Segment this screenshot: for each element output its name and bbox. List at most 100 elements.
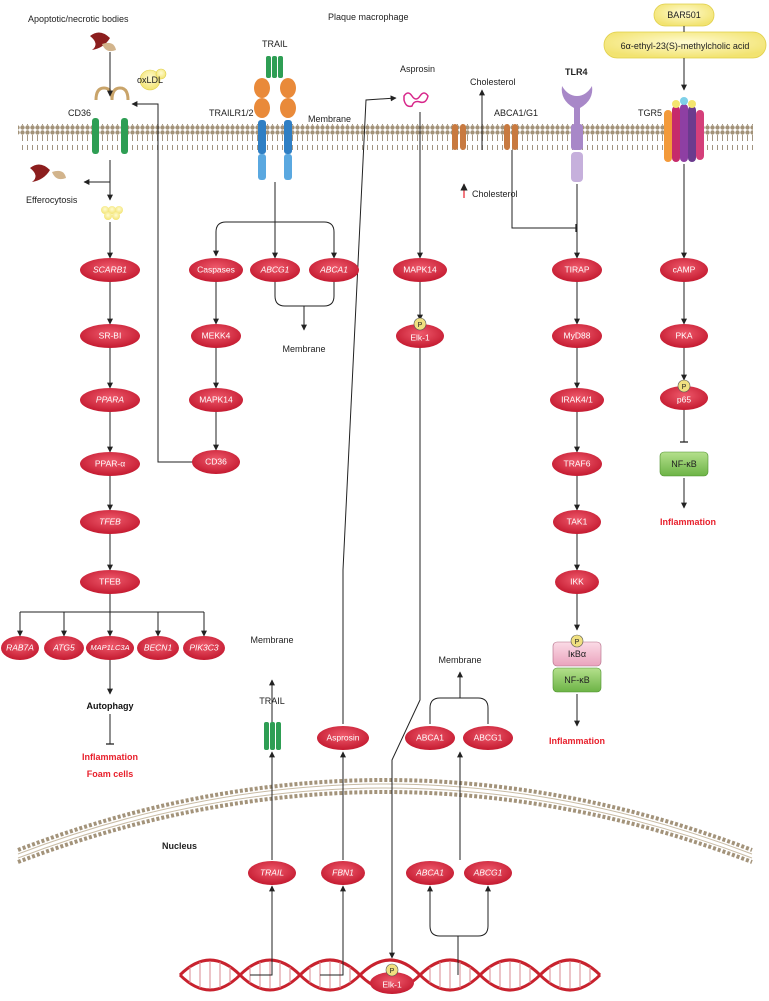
svg-text:NF-κB: NF-κB bbox=[671, 459, 697, 469]
phospho-badge-elk1-top: P bbox=[413, 317, 427, 331]
svg-text:Elk-1: Elk-1 bbox=[382, 979, 402, 989]
svg-text:RAB7A: RAB7A bbox=[6, 642, 34, 652]
node-becn1: BECN1 bbox=[137, 636, 179, 660]
svg-text:ABCG1: ABCG1 bbox=[474, 732, 503, 742]
node-irak: IRAK4/1 bbox=[550, 388, 604, 412]
svg-text:MAPK14: MAPK14 bbox=[403, 264, 437, 274]
svg-text:BECN1: BECN1 bbox=[144, 642, 173, 652]
node-cd36: CD36 bbox=[192, 450, 240, 474]
lipid-droplet-icon bbox=[101, 206, 123, 220]
node-ppara-protein: PPAR-α bbox=[80, 452, 140, 476]
cd36-receptor-label: CD36 bbox=[68, 108, 91, 118]
node-myd88: MyD88 bbox=[552, 324, 602, 348]
node-traf6: TRAF6 bbox=[552, 452, 602, 476]
node-pka: PKA bbox=[660, 324, 708, 348]
phospho-badge-p65: P bbox=[677, 379, 691, 393]
edge-abc-merge-membrane bbox=[274, 282, 335, 330]
node-p65: p65 bbox=[660, 386, 708, 410]
node-ikk: IKK bbox=[555, 570, 599, 594]
svg-text:IRAK4/1: IRAK4/1 bbox=[561, 394, 593, 404]
svg-text:SR-BI: SR-BI bbox=[99, 330, 122, 340]
node-mapk14-right: MAPK14 bbox=[393, 258, 447, 282]
efferocytosis-label: Efferocytosis bbox=[26, 195, 78, 205]
trail-bottom-label: TRAIL bbox=[259, 696, 285, 706]
svg-text:MAPK14: MAPK14 bbox=[199, 394, 233, 404]
membrane-top-label: Membrane bbox=[308, 114, 351, 124]
svg-text:Elk-1: Elk-1 bbox=[410, 332, 430, 342]
node-abca1-gene: ABCA1 bbox=[406, 861, 454, 885]
cholesterol-bottom-label: Cholesterol bbox=[472, 189, 518, 199]
node-tfeb-protein: TFEB bbox=[80, 570, 140, 594]
membrane-trail-label: Membrane bbox=[250, 635, 293, 645]
plaque-macrophage-label: Plaque macrophage bbox=[328, 12, 409, 22]
edge-dna-fbn1 bbox=[320, 885, 346, 976]
edge-cd36-efferocytosis bbox=[83, 160, 111, 185]
edge-abc-prot-membrane bbox=[429, 672, 489, 724]
svg-text:TRAF6: TRAF6 bbox=[564, 458, 591, 468]
tgr5-receptor-icon bbox=[664, 97, 704, 162]
abca1g1-transporter-icon bbox=[452, 124, 518, 150]
node-nfkb-tgr: NF-κB bbox=[659, 451, 709, 477]
svg-text:IKK: IKK bbox=[570, 576, 584, 586]
svg-text:p65: p65 bbox=[677, 394, 691, 404]
svg-text:PKA: PKA bbox=[675, 330, 692, 340]
trail-ligand-label: TRAIL bbox=[262, 39, 288, 49]
svg-text:P: P bbox=[682, 384, 687, 391]
node-mekk4: MEKK4 bbox=[191, 324, 241, 348]
node-srbi: SR-BI bbox=[80, 324, 140, 348]
svg-text:NF-κB: NF-κB bbox=[564, 675, 590, 685]
svg-text:Caspases: Caspases bbox=[197, 264, 235, 274]
edge-tfeb-targets bbox=[19, 594, 205, 636]
node-abcg1-gene: ABCG1 bbox=[464, 861, 512, 885]
svg-text:TFEB: TFEB bbox=[99, 516, 121, 526]
edge-dna-abc-genes bbox=[429, 886, 489, 975]
svg-text:ABCG1: ABCG1 bbox=[473, 867, 503, 877]
svg-text:SCARB1: SCARB1 bbox=[93, 264, 127, 274]
inflammation-tlr-label: Inflammation bbox=[549, 736, 605, 746]
membrane-mid-label: Membrane bbox=[282, 344, 325, 354]
node-abca1-top: ABCA1 bbox=[309, 258, 359, 282]
node-trail-gene: TRAIL bbox=[248, 861, 296, 885]
svg-text:TRAIL: TRAIL bbox=[260, 867, 284, 877]
node-abcg1-top: ABCG1 bbox=[250, 258, 300, 282]
autophagy-label: Autophagy bbox=[87, 701, 134, 711]
edge-dna-trailgene bbox=[250, 885, 275, 976]
svg-text:PPAR-α: PPAR-α bbox=[95, 458, 125, 468]
svg-text:FBN1: FBN1 bbox=[332, 867, 354, 877]
svg-text:CD36: CD36 bbox=[205, 456, 227, 466]
node-rab7a: RAB7A bbox=[1, 636, 39, 660]
apoptotic-body-icon bbox=[90, 32, 116, 52]
node-abca1-protein: ABCA1 bbox=[405, 726, 455, 750]
node-scarb1: SCARB1 bbox=[80, 258, 140, 282]
cholesterol-top-label: Cholesterol bbox=[470, 77, 516, 87]
node-nfkb-tlr: NF-κB bbox=[552, 667, 602, 693]
svg-text:P: P bbox=[390, 968, 395, 975]
nuclear-membrane bbox=[17, 778, 753, 864]
apoptotic-label: Apoptotic/necrotic bodies bbox=[28, 14, 129, 24]
efferocytosis-body-icon bbox=[30, 164, 66, 182]
edge-asprosinprot-membrane bbox=[342, 95, 397, 724]
svg-text:ABCA1: ABCA1 bbox=[415, 867, 444, 877]
node-atg5: ATG5 bbox=[44, 636, 84, 660]
asprosin-top-label: Asprosin bbox=[400, 64, 435, 74]
svg-text:P: P bbox=[418, 322, 423, 329]
svg-text:ABCA1: ABCA1 bbox=[416, 732, 444, 742]
svg-text:ATG5: ATG5 bbox=[52, 642, 75, 652]
node-abcg1-protein: ABCG1 bbox=[463, 726, 513, 750]
tlr4-label: TLR4 bbox=[565, 67, 588, 77]
oxldl-icon bbox=[139, 68, 167, 91]
oxldl-label: oxLDL bbox=[137, 75, 163, 85]
abca1g1-label: ABCA1/G1 bbox=[494, 108, 538, 118]
svg-text:Asprosin: Asprosin bbox=[326, 732, 359, 742]
membrane-abc-label: Membrane bbox=[438, 655, 481, 665]
nucleus-label: Nucleus bbox=[162, 841, 197, 851]
trail-protein-icon bbox=[264, 722, 281, 750]
tgr5-label: TGR5 bbox=[638, 108, 662, 118]
phospho-badge-ikba: P bbox=[570, 634, 584, 648]
svg-text:MEKK4: MEKK4 bbox=[202, 330, 231, 340]
node-tirap: TIRAP bbox=[552, 258, 602, 282]
asprosin-protein-icon bbox=[403, 92, 429, 108]
node-elk1-dna: Elk-1 bbox=[370, 972, 414, 994]
svg-text:IκBα: IκBα bbox=[568, 649, 586, 659]
